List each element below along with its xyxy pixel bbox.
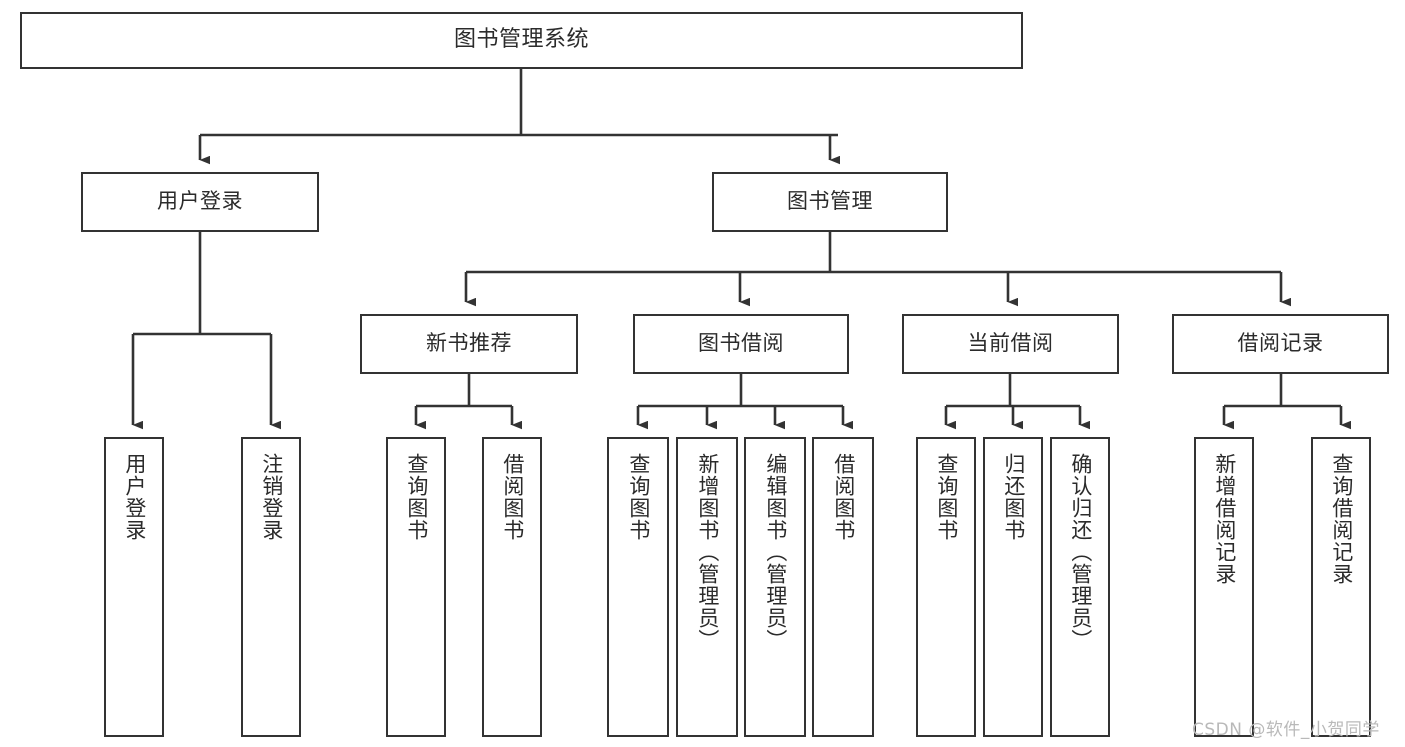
node-book-borrow[interactable]: 图书借阅	[633, 314, 849, 374]
leaf-label: 查询图书	[404, 453, 429, 541]
leaf-label: 新增借阅记录	[1212, 453, 1237, 585]
leaf-label: 查询图书	[934, 453, 959, 541]
leaf-label: 用户登录	[122, 453, 147, 541]
node-leaf-borrow-book-recommend[interactable]: 借阅图书	[482, 437, 542, 737]
node-leaf-return-book[interactable]: 归还图书	[983, 437, 1043, 737]
node-user-login[interactable]: 用户登录	[81, 172, 319, 232]
leaf-label: 新增图书（管理员）	[695, 453, 720, 651]
node-leaf-add-book-admin[interactable]: 新增图书（管理员）	[676, 437, 738, 737]
csdn-watermark: CSDN @软件_小贺同学	[1192, 720, 1380, 740]
node-new-book-recommend[interactable]: 新书推荐	[360, 314, 578, 374]
node-book-manage[interactable]: 图书管理	[712, 172, 948, 232]
node-borrow-record[interactable]: 借阅记录	[1172, 314, 1389, 374]
leaf-label: 编辑图书（管理员）	[763, 453, 788, 651]
node-root-system[interactable]: 图书管理系统	[20, 12, 1023, 69]
leaf-label: 注销登录	[259, 453, 284, 541]
leaf-label: 借阅图书	[831, 453, 856, 541]
leaf-label: 归还图书	[1001, 453, 1026, 541]
node-leaf-logout[interactable]: 注销登录	[241, 437, 301, 737]
leaf-label: 确认归还（管理员）	[1068, 453, 1093, 651]
leaf-label: 借阅图书	[500, 453, 525, 541]
node-leaf-add-borrow-record[interactable]: 新增借阅记录	[1194, 437, 1254, 737]
node-leaf-query-book-borrow[interactable]: 查询图书	[607, 437, 669, 737]
node-leaf-edit-book-admin[interactable]: 编辑图书（管理员）	[744, 437, 806, 737]
node-leaf-query-book-current[interactable]: 查询图书	[916, 437, 976, 737]
leaf-label: 查询图书	[626, 453, 651, 541]
node-leaf-query-borrow-record[interactable]: 查询借阅记录	[1311, 437, 1371, 737]
node-leaf-borrow-book[interactable]: 借阅图书	[812, 437, 874, 737]
node-leaf-confirm-return-admin[interactable]: 确认归还（管理员）	[1050, 437, 1110, 737]
node-current-borrow[interactable]: 当前借阅	[902, 314, 1119, 374]
node-leaf-user-login[interactable]: 用户登录	[104, 437, 164, 737]
node-leaf-query-book-recommend[interactable]: 查询图书	[386, 437, 446, 737]
leaf-label: 查询借阅记录	[1329, 453, 1354, 585]
